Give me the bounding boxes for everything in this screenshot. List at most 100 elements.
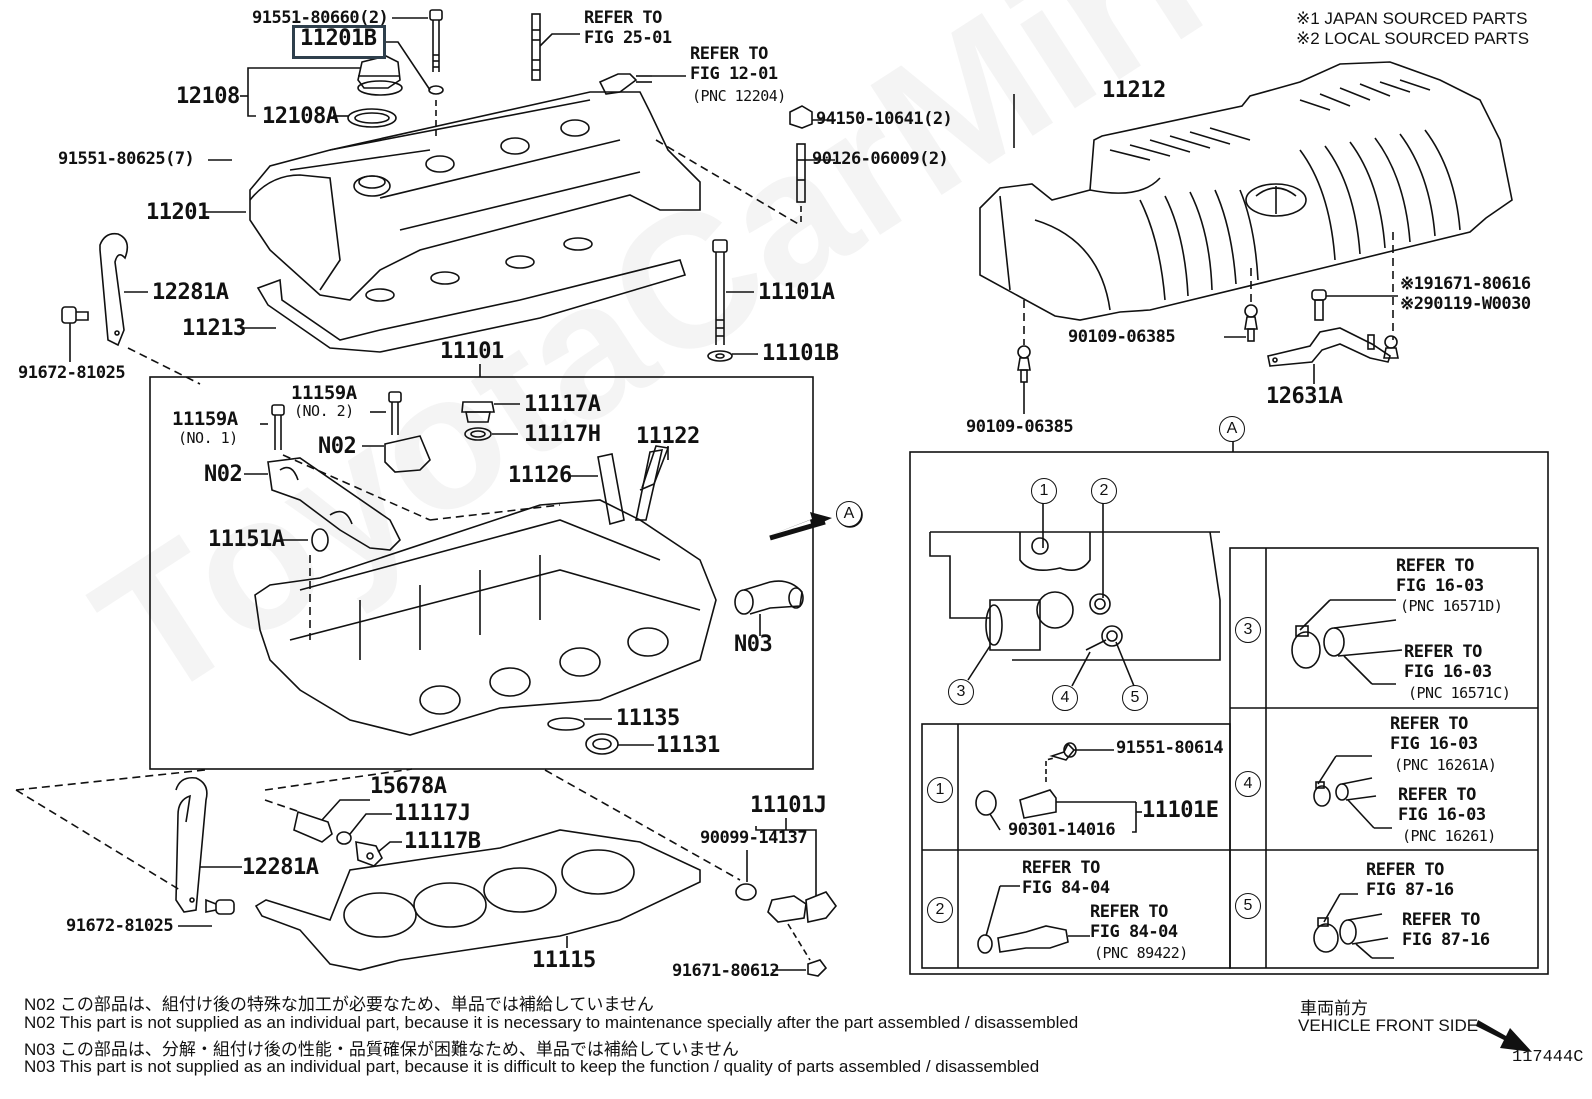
detail-a-title: A bbox=[1219, 416, 1245, 442]
part-label-11159A-no2[interactable]: 11159A bbox=[291, 382, 357, 404]
part-label-11159A-no1[interactable]: 11159A bbox=[172, 408, 238, 430]
footnote-n02-jp: N02 この部品は、組付け後の特殊な加工が必要なため、単品では補給していません bbox=[24, 995, 654, 1014]
part-label-11212[interactable]: 11212 bbox=[1102, 78, 1166, 103]
part-label-11159A-no2-sub: (NO. 2) bbox=[294, 402, 354, 420]
head-side-view-icon bbox=[929, 531, 1221, 661]
part-label-91672-81025-upper[interactable]: 91672-81025 bbox=[18, 363, 126, 383]
part-label-11101B[interactable]: 11101B bbox=[762, 341, 839, 366]
part-label-90109-06385-mid[interactable]: 90109-06385 bbox=[1068, 327, 1176, 347]
row-num-3: 3 bbox=[1235, 617, 1261, 643]
front-arrow-icon bbox=[1476, 1020, 1532, 1052]
part-label-11115[interactable]: 11115 bbox=[532, 948, 596, 973]
part-label-11201B[interactable]: 11201B bbox=[300, 26, 377, 51]
part-label-91672-81025-lower[interactable]: 91672-81025 bbox=[66, 916, 174, 936]
highlighted-part-box[interactable] bbox=[292, 25, 386, 59]
row-num-1: 1 bbox=[927, 777, 953, 803]
temp-sensor-icon bbox=[977, 885, 1090, 954]
head-gasket-icon bbox=[254, 829, 701, 971]
part-label-94150-10641[interactable]: 94150-10641(2) bbox=[816, 109, 953, 129]
part-label-12281A-lower[interactable]: 12281A bbox=[242, 855, 319, 880]
cylinder-head-cover-icon bbox=[249, 91, 701, 301]
row4-refer-fig-16-03-b[interactable]: REFER TO FIG 16-03 bbox=[1398, 785, 1486, 825]
part-label-11131[interactable]: 11131 bbox=[656, 733, 720, 758]
part-label-11117J[interactable]: 11117J bbox=[394, 801, 471, 826]
part-label-12108A[interactable]: 12108A bbox=[262, 104, 339, 129]
row-num-4: 4 bbox=[1235, 771, 1261, 797]
detail-callout-4[interactable]: 4 bbox=[1052, 685, 1078, 711]
refer-fig-25-01[interactable]: REFER TO FIG 25-01 bbox=[584, 8, 672, 48]
engine-hanger-icon bbox=[99, 232, 129, 347]
pcv-valve-icon bbox=[598, 73, 652, 95]
part-label-90301-14016[interactable]: 90301-14016 bbox=[1008, 820, 1116, 840]
row5-refer-fig-87-16-a[interactable]: REFER TO FIG 87-16 bbox=[1366, 860, 1454, 900]
detail-callout-2[interactable]: 2 bbox=[1091, 478, 1117, 504]
bracket-icon bbox=[1267, 327, 1391, 367]
leader-dashed bbox=[655, 139, 801, 226]
part-label-11101[interactable]: 11101 bbox=[440, 339, 504, 364]
part-label-11126[interactable]: 11126 bbox=[508, 463, 572, 488]
part-label-90109-06385-low[interactable]: 90109-06385 bbox=[966, 417, 1074, 437]
part-label-11117A[interactable]: 11117A bbox=[524, 392, 601, 417]
part-label-12631A[interactable]: 12631A bbox=[1266, 384, 1343, 409]
row2-refer-fig-84-04-a[interactable]: REFER TO FIG 84-04 bbox=[1022, 858, 1110, 898]
part-label-90126-06009[interactable]: 90126-06009(2) bbox=[812, 149, 949, 169]
part-label-91671-80616[interactable]: ※191671-80616 bbox=[1400, 274, 1531, 294]
footnote-n03-en: N03 This part is not supplied as an indi… bbox=[24, 1057, 1040, 1076]
note-label-n02-bearing[interactable]: N02 bbox=[204, 462, 243, 487]
part-label-12281A-upper[interactable]: 12281A bbox=[152, 280, 229, 305]
row3-pnc-16571C: (PNC 16571C) bbox=[1408, 684, 1511, 702]
part-label-12108[interactable]: 12108 bbox=[176, 84, 240, 109]
part-label-11101J[interactable]: 11101J bbox=[750, 793, 827, 818]
head-bolt-icon bbox=[707, 239, 733, 362]
row4-refer-fig-16-03-a[interactable]: REFER TO FIG 16-03 bbox=[1390, 714, 1478, 754]
row5-refer-fig-87-16-b[interactable]: REFER TO FIG 87-16 bbox=[1402, 910, 1490, 950]
footnote-n02-en: N02 This part is not supplied as an indi… bbox=[24, 1013, 1079, 1032]
stud-bolt-icon bbox=[796, 143, 806, 225]
part-label-11213[interactable]: 11213 bbox=[182, 316, 246, 341]
oil-filler-cap-icon bbox=[357, 55, 403, 96]
stud-icon bbox=[531, 13, 541, 81]
part-label-11117B[interactable]: 11117B bbox=[404, 829, 481, 854]
engine-hanger-rear-icon bbox=[175, 776, 208, 913]
view-a-callout[interactable]: A bbox=[836, 501, 862, 527]
part-label-11201[interactable]: 11201 bbox=[146, 200, 210, 225]
detail-callout-1[interactable]: 1 bbox=[1031, 478, 1057, 504]
hose-clamp-icon bbox=[1313, 755, 1392, 829]
cylinder-head-icon bbox=[254, 499, 717, 736]
part-label-90099-14137[interactable]: 90099-14137 bbox=[700, 828, 808, 848]
part-label-91551-80660[interactable]: 91551-80660(2) bbox=[252, 8, 389, 28]
footnote-n03-jp: N03 この部品は、分解・組付け後の性能・品質確保が困難なため、単品では補給して… bbox=[24, 1040, 739, 1059]
engine-cover-icon bbox=[979, 61, 1513, 321]
hose-clamp-icon bbox=[1291, 599, 1403, 685]
part-label-11151A[interactable]: 11151A bbox=[208, 527, 285, 552]
bolt-icon bbox=[428, 9, 444, 140]
row3-refer-fig-16-03-a[interactable]: REFER TO FIG 16-03 bbox=[1396, 556, 1484, 596]
grommet-pin-icon bbox=[1017, 304, 1399, 383]
part-label-90119-W0030[interactable]: ※290119-W0030 bbox=[1400, 294, 1531, 314]
union-fitting-icon bbox=[293, 810, 383, 867]
detail-callout-5[interactable]: 5 bbox=[1122, 685, 1148, 711]
part-label-11159A-no1-sub: (NO. 1) bbox=[178, 429, 238, 447]
part-label-11101A[interactable]: 11101A bbox=[758, 280, 835, 305]
part-label-91671-80612[interactable]: 91671-80612 bbox=[672, 961, 780, 981]
part-label-11122[interactable]: 11122 bbox=[636, 424, 700, 449]
camshaft-cap-icon bbox=[267, 391, 431, 551]
part-label-91551-80614[interactable]: 91551-80614 bbox=[1116, 738, 1224, 758]
note-label-n03[interactable]: N03 bbox=[734, 632, 773, 657]
part-label-11101E[interactable]: 11101E bbox=[1142, 798, 1219, 823]
part-label-11135[interactable]: 11135 bbox=[616, 706, 680, 731]
detail-callout-3[interactable]: 3 bbox=[948, 679, 974, 705]
valve-guide-icon bbox=[597, 445, 670, 526]
refer-fig-12-01[interactable]: REFER TO FIG 12-01 bbox=[690, 44, 778, 84]
row3-refer-fig-16-03-b[interactable]: REFER TO FIG 16-03 bbox=[1404, 642, 1492, 682]
part-label-15678A[interactable]: 15678A bbox=[370, 774, 447, 799]
row2-refer-fig-84-04-b[interactable]: REFER TO FIG 84-04 bbox=[1090, 902, 1178, 942]
part-label-91551-80625[interactable]: 91551-80625(7) bbox=[58, 149, 195, 169]
row-num-5: 5 bbox=[1235, 893, 1261, 919]
part-label-11117H[interactable]: 11117H bbox=[524, 422, 601, 447]
nut-icon bbox=[789, 105, 813, 129]
view-arrow-icon bbox=[768, 512, 832, 536]
front-side-label-jp: 車両前方 bbox=[1300, 999, 1368, 1018]
note-label-n02-cap[interactable]: N02 bbox=[318, 434, 357, 459]
row3-pnc-16571D: (PNC 16571D) bbox=[1400, 597, 1503, 615]
